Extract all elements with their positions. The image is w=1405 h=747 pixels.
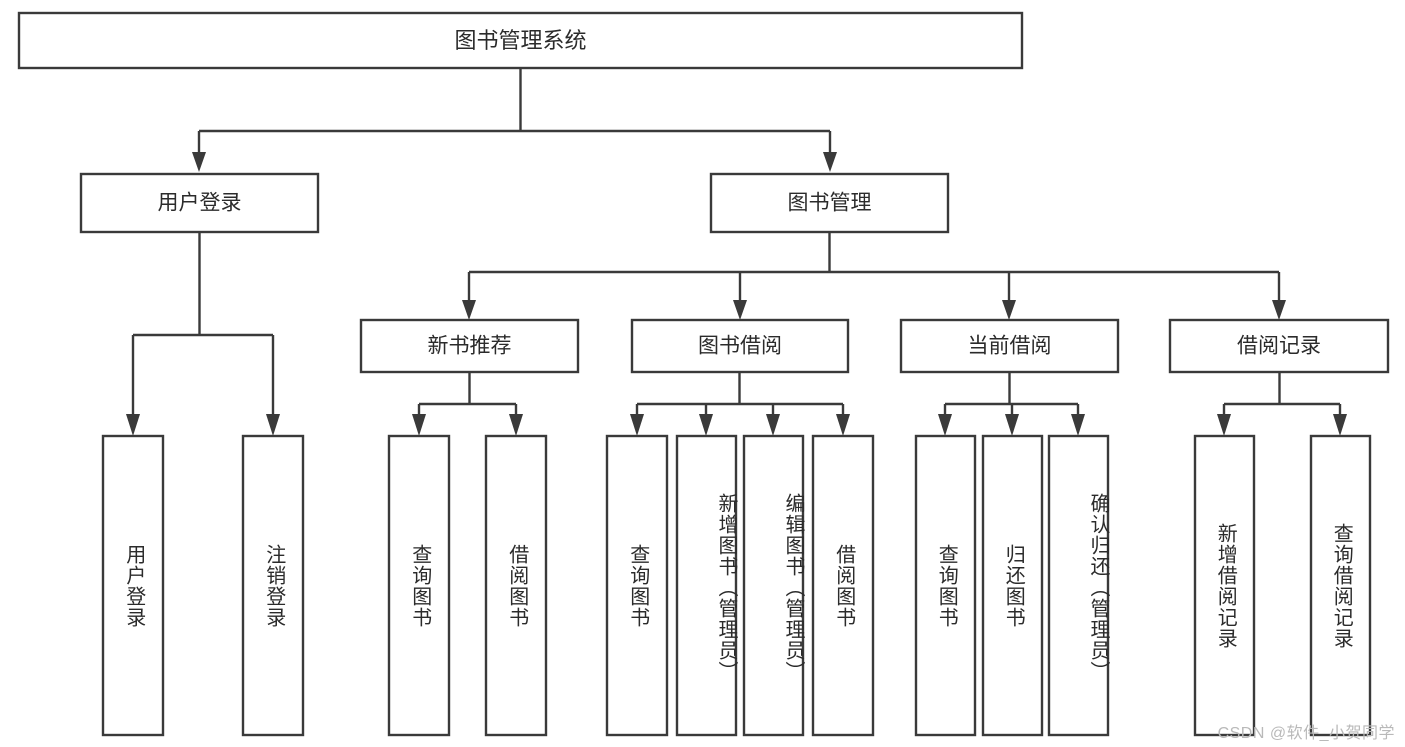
leaf-box-br-2[interactable]	[1309, 434, 1372, 737]
node-book-manage-label: 图书管理	[788, 192, 872, 215]
node-user-login-label: 用户登录	[158, 192, 242, 215]
node-root[interactable]: 图书管理系统	[17, 11, 1024, 70]
node-book-manage[interactable]: 图书管理	[709, 172, 950, 234]
node-book-manage-box[interactable]	[709, 172, 950, 234]
leaf-boxes-borrow-record	[1193, 434, 1372, 737]
arrow-head-leaf-bb-1	[630, 414, 644, 436]
arrow-head-new-book-recommend	[462, 300, 476, 320]
arrow-head-leaf-user-login-2	[266, 414, 280, 436]
node-book-borrow-label: 图书借阅	[698, 335, 782, 358]
arrow-head-leaf-nbr-2	[509, 414, 523, 436]
node-borrow-record-box[interactable]	[1168, 318, 1390, 374]
arrow-head-current-borrow	[1002, 300, 1016, 320]
watermark-text: CSDN @软件_小贺同学	[1217, 725, 1395, 742]
node-new-book-recommend-label: 新书推荐	[428, 335, 512, 358]
node-new-book-recommend[interactable]: 新书推荐	[359, 318, 580, 374]
node-borrow-record[interactable]: 借阅记录	[1168, 318, 1390, 374]
arrow-head-leaf-user-login-1	[126, 414, 140, 436]
node-current-borrow[interactable]: 当前借阅	[899, 318, 1120, 374]
leaf-box-nbr-2[interactable]	[484, 434, 548, 737]
arrow-head-book-manage	[823, 152, 837, 172]
node-book-borrow[interactable]: 图书借阅	[630, 318, 850, 374]
arrow-head-leaf-br-2	[1333, 414, 1347, 436]
node-root-label: 图书管理系统	[454, 28, 586, 53]
leaf-box-user-login-1[interactable]	[101, 434, 165, 737]
leaf-box-nbr-1[interactable]	[387, 434, 451, 737]
connector-group-root	[192, 68, 837, 172]
leaf-box-bb-3[interactable]	[742, 434, 805, 737]
arrow-head-leaf-cb-3	[1071, 414, 1085, 436]
leaf-box-bb-2[interactable]	[675, 434, 738, 737]
node-current-borrow-box[interactable]	[899, 318, 1120, 374]
arrow-head-leaf-br-1	[1217, 414, 1231, 436]
leaf-box-user-login-2[interactable]	[241, 434, 305, 737]
node-user-login-box[interactable]	[79, 172, 320, 234]
leaf-box-br-1[interactable]	[1193, 434, 1256, 737]
arrow-head-leaf-cb-1	[938, 414, 952, 436]
connector-group-current-borrow	[938, 372, 1085, 436]
arrow-head-leaf-cb-2	[1005, 414, 1019, 436]
leaf-box-bb-4[interactable]	[811, 434, 875, 737]
arrow-head-leaf-bb-3	[766, 414, 780, 436]
connector-group-new-book-recommend	[412, 372, 523, 436]
arrow-head-leaf-bb-4	[836, 414, 850, 436]
node-current-borrow-label: 当前借阅	[968, 335, 1052, 358]
arrow-head-borrow-record	[1272, 300, 1286, 320]
connector-group-book-borrow	[630, 372, 850, 436]
node-borrow-record-label: 借阅记录	[1237, 335, 1321, 358]
connector-group-user-login	[126, 232, 280, 436]
leaf-box-cb-2[interactable]	[981, 434, 1044, 737]
arrow-head-book-borrow	[733, 300, 747, 320]
leaf-boxes-user-login	[101, 434, 305, 737]
leaf-boxes-current-borrow	[914, 434, 1110, 737]
leaf-box-cb-1[interactable]	[914, 434, 977, 737]
arrow-head-user-login	[192, 152, 206, 172]
connector-group-borrow-record	[1217, 372, 1347, 436]
arrow-head-leaf-nbr-1	[412, 414, 426, 436]
leaf-boxes-new-book-recommend	[387, 434, 548, 737]
connector-group-book-manage	[462, 232, 1286, 320]
node-user-login[interactable]: 用户登录	[79, 172, 320, 234]
leaf-boxes-book-borrow	[605, 434, 875, 737]
leaf-box-bb-1[interactable]	[605, 434, 669, 737]
node-book-borrow-box[interactable]	[630, 318, 850, 374]
leaf-box-cb-3[interactable]	[1047, 434, 1110, 737]
node-new-book-recommend-box[interactable]	[359, 318, 580, 374]
node-root-box[interactable]	[17, 11, 1024, 70]
arrow-head-leaf-bb-2	[699, 414, 713, 436]
